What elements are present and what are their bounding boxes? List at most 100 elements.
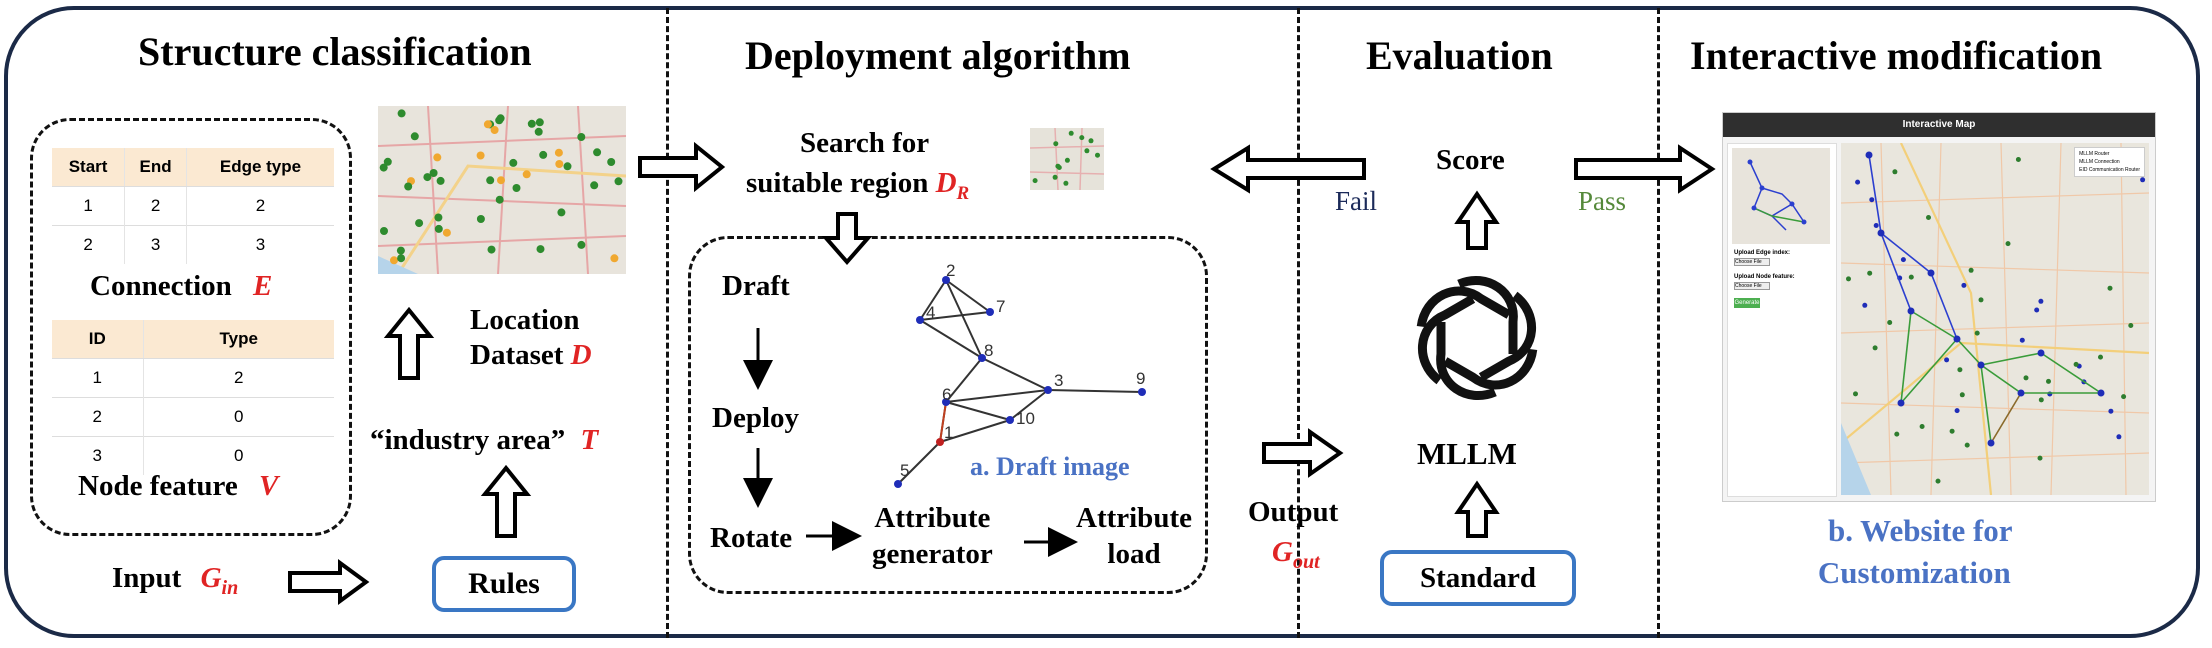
map-router-node[interactable] [2017,389,2025,397]
generate-button[interactable]: Generate [1734,298,1760,308]
choose-file-edge[interactable]: Choose File [1734,258,1770,266]
map-dot [486,176,495,185]
outer-frame [4,6,2200,638]
map-dot [590,181,599,190]
map-dot [1949,428,1955,434]
map-dot [497,176,505,185]
map-dot [577,240,586,249]
map-dot [1052,174,1058,180]
map-dot [2019,337,2025,343]
map-dot [1959,392,1965,398]
table-cell: 3 [124,225,187,264]
map-router-node[interactable] [1865,151,1873,159]
map-router-node[interactable] [1977,361,1985,369]
map-dot [434,213,443,222]
map-edge [1980,352,2042,366]
region-map-thumbnail [1030,128,1104,190]
search-line2: suitable region DR [746,163,969,214]
output-symbol-wrap: Gout [1272,536,1320,574]
map-edge [2040,352,2102,394]
map-dot [1095,152,1100,158]
step-rotate: Rotate [710,522,793,554]
table-cell: 2 [52,225,125,264]
side-map-graph [1747,159,1807,231]
map-router-node[interactable] [2037,349,2045,357]
map-router-node[interactable] [1897,399,1905,407]
map-dot [1853,391,1858,397]
map-router-node[interactable] [1953,335,1961,343]
map-dot [476,151,485,160]
map-dot [495,195,504,204]
arrow-pass [1574,144,1716,194]
map-dot [423,173,432,182]
table-cell: 1 [52,186,125,226]
map-dot [433,153,442,162]
table-row: 2 0 [52,397,334,437]
draft-process-box [688,236,1208,594]
map-router-node[interactable] [2097,389,2105,397]
map-dot [379,163,388,172]
table-cell: 3 [185,225,334,264]
dataset-word: Dataset [470,339,564,371]
table-cell: 0 [142,397,334,437]
upload-node-label: Upload Node feature: [1734,274,1795,280]
map-dot [1873,223,1879,228]
legend-item: MLLM Router [2079,151,2110,157]
map-router-node[interactable] [1927,269,1935,277]
connection-table: Start End Edge type 1 2 2 2 3 3 [52,148,334,264]
search-region-label: Search for suitable region DR [746,123,969,214]
map-dot [535,118,544,127]
table-cell: 2 [185,186,334,226]
location-line1: Location [470,304,580,336]
map-dot [2046,378,2051,384]
section-title-interactive: Interactive modification [1690,33,2103,78]
map-dot [390,256,398,265]
website-caption-line2: Customization [1817,555,2011,590]
map-dot [476,215,485,223]
map-dot [1908,274,1914,280]
map-dot [2005,241,2011,247]
map-dot [1900,257,1906,263]
graph-node-label: 10 [1016,409,1035,428]
map-dot [614,177,623,186]
map-dot [1088,138,1094,144]
main-map-graph [1841,143,2149,495]
section-title-deployment: Deployment algorithm [745,33,1131,78]
website-main-map[interactable]: MLLM Router MLLM Connection EID Communic… [1841,143,2149,495]
arrow-map-to-search [638,141,726,193]
map-dot [1063,180,1069,186]
map-dot [434,224,443,233]
map-dot [1862,302,1868,308]
rules-box: Rules [432,556,576,612]
graph-node-label: 6 [942,385,951,404]
graph-node-label: 3 [1054,371,1063,390]
map-dot [1064,157,1070,163]
map-router-node[interactable] [1987,439,1995,447]
map-dot [1846,276,1851,282]
fail-label: Fail [1335,186,1378,216]
map-roads [378,106,626,274]
map-dot [2116,434,2122,440]
graph-node-label: 2 [946,261,955,280]
search-subscript: R [956,182,970,204]
table-cell: 2 [124,186,187,226]
search-symbol: D [935,167,957,199]
connection-label: Connection [90,270,232,302]
map-dot [1053,141,1059,147]
node-feature-caption: Node feature V [78,470,278,503]
map-dot [396,246,405,255]
graph-node-label: 9 [1136,369,1145,388]
map-dot [1919,424,1925,429]
map-dot [509,158,518,167]
choose-file-node[interactable]: Choose File [1734,282,1770,290]
arrow-output [1262,428,1344,478]
map-dot [1961,282,1967,288]
map-dot [2037,455,2043,461]
draft-image-caption: a. Draft image [970,452,1130,481]
legend-item: EID Communication Router [2079,167,2140,173]
map-router-node[interactable] [1877,229,1885,237]
map-router-node[interactable] [1907,307,1915,315]
map-dot [495,116,504,125]
map-dot [1935,478,1941,484]
